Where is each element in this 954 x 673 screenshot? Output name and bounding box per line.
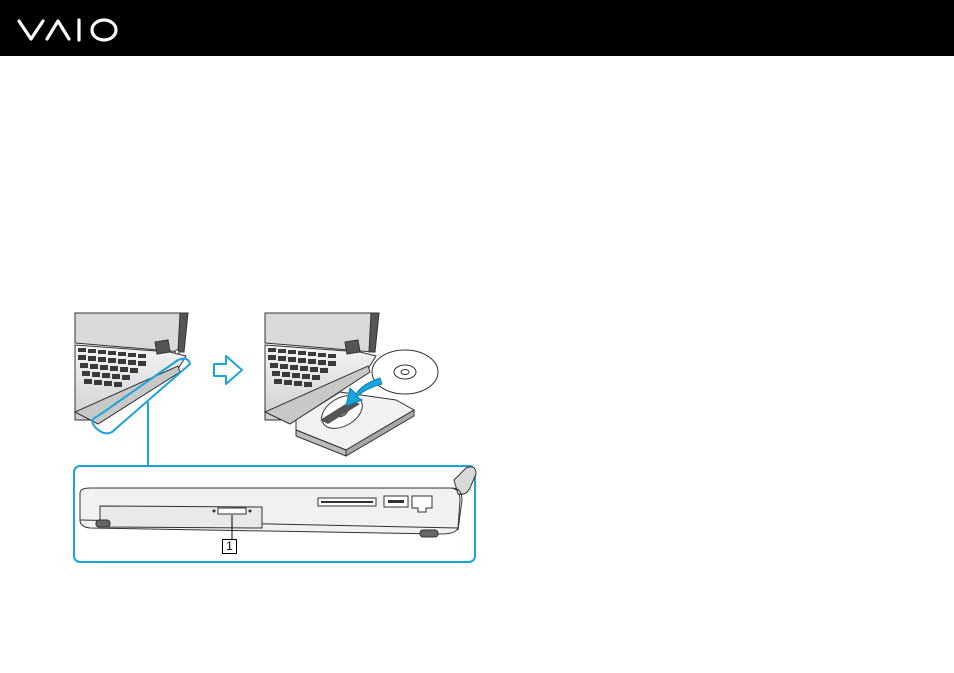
callout-label-1: 1	[222, 539, 237, 554]
disc	[372, 350, 438, 394]
laptop-left	[75, 313, 188, 424]
step-arrow-icon	[214, 356, 242, 384]
